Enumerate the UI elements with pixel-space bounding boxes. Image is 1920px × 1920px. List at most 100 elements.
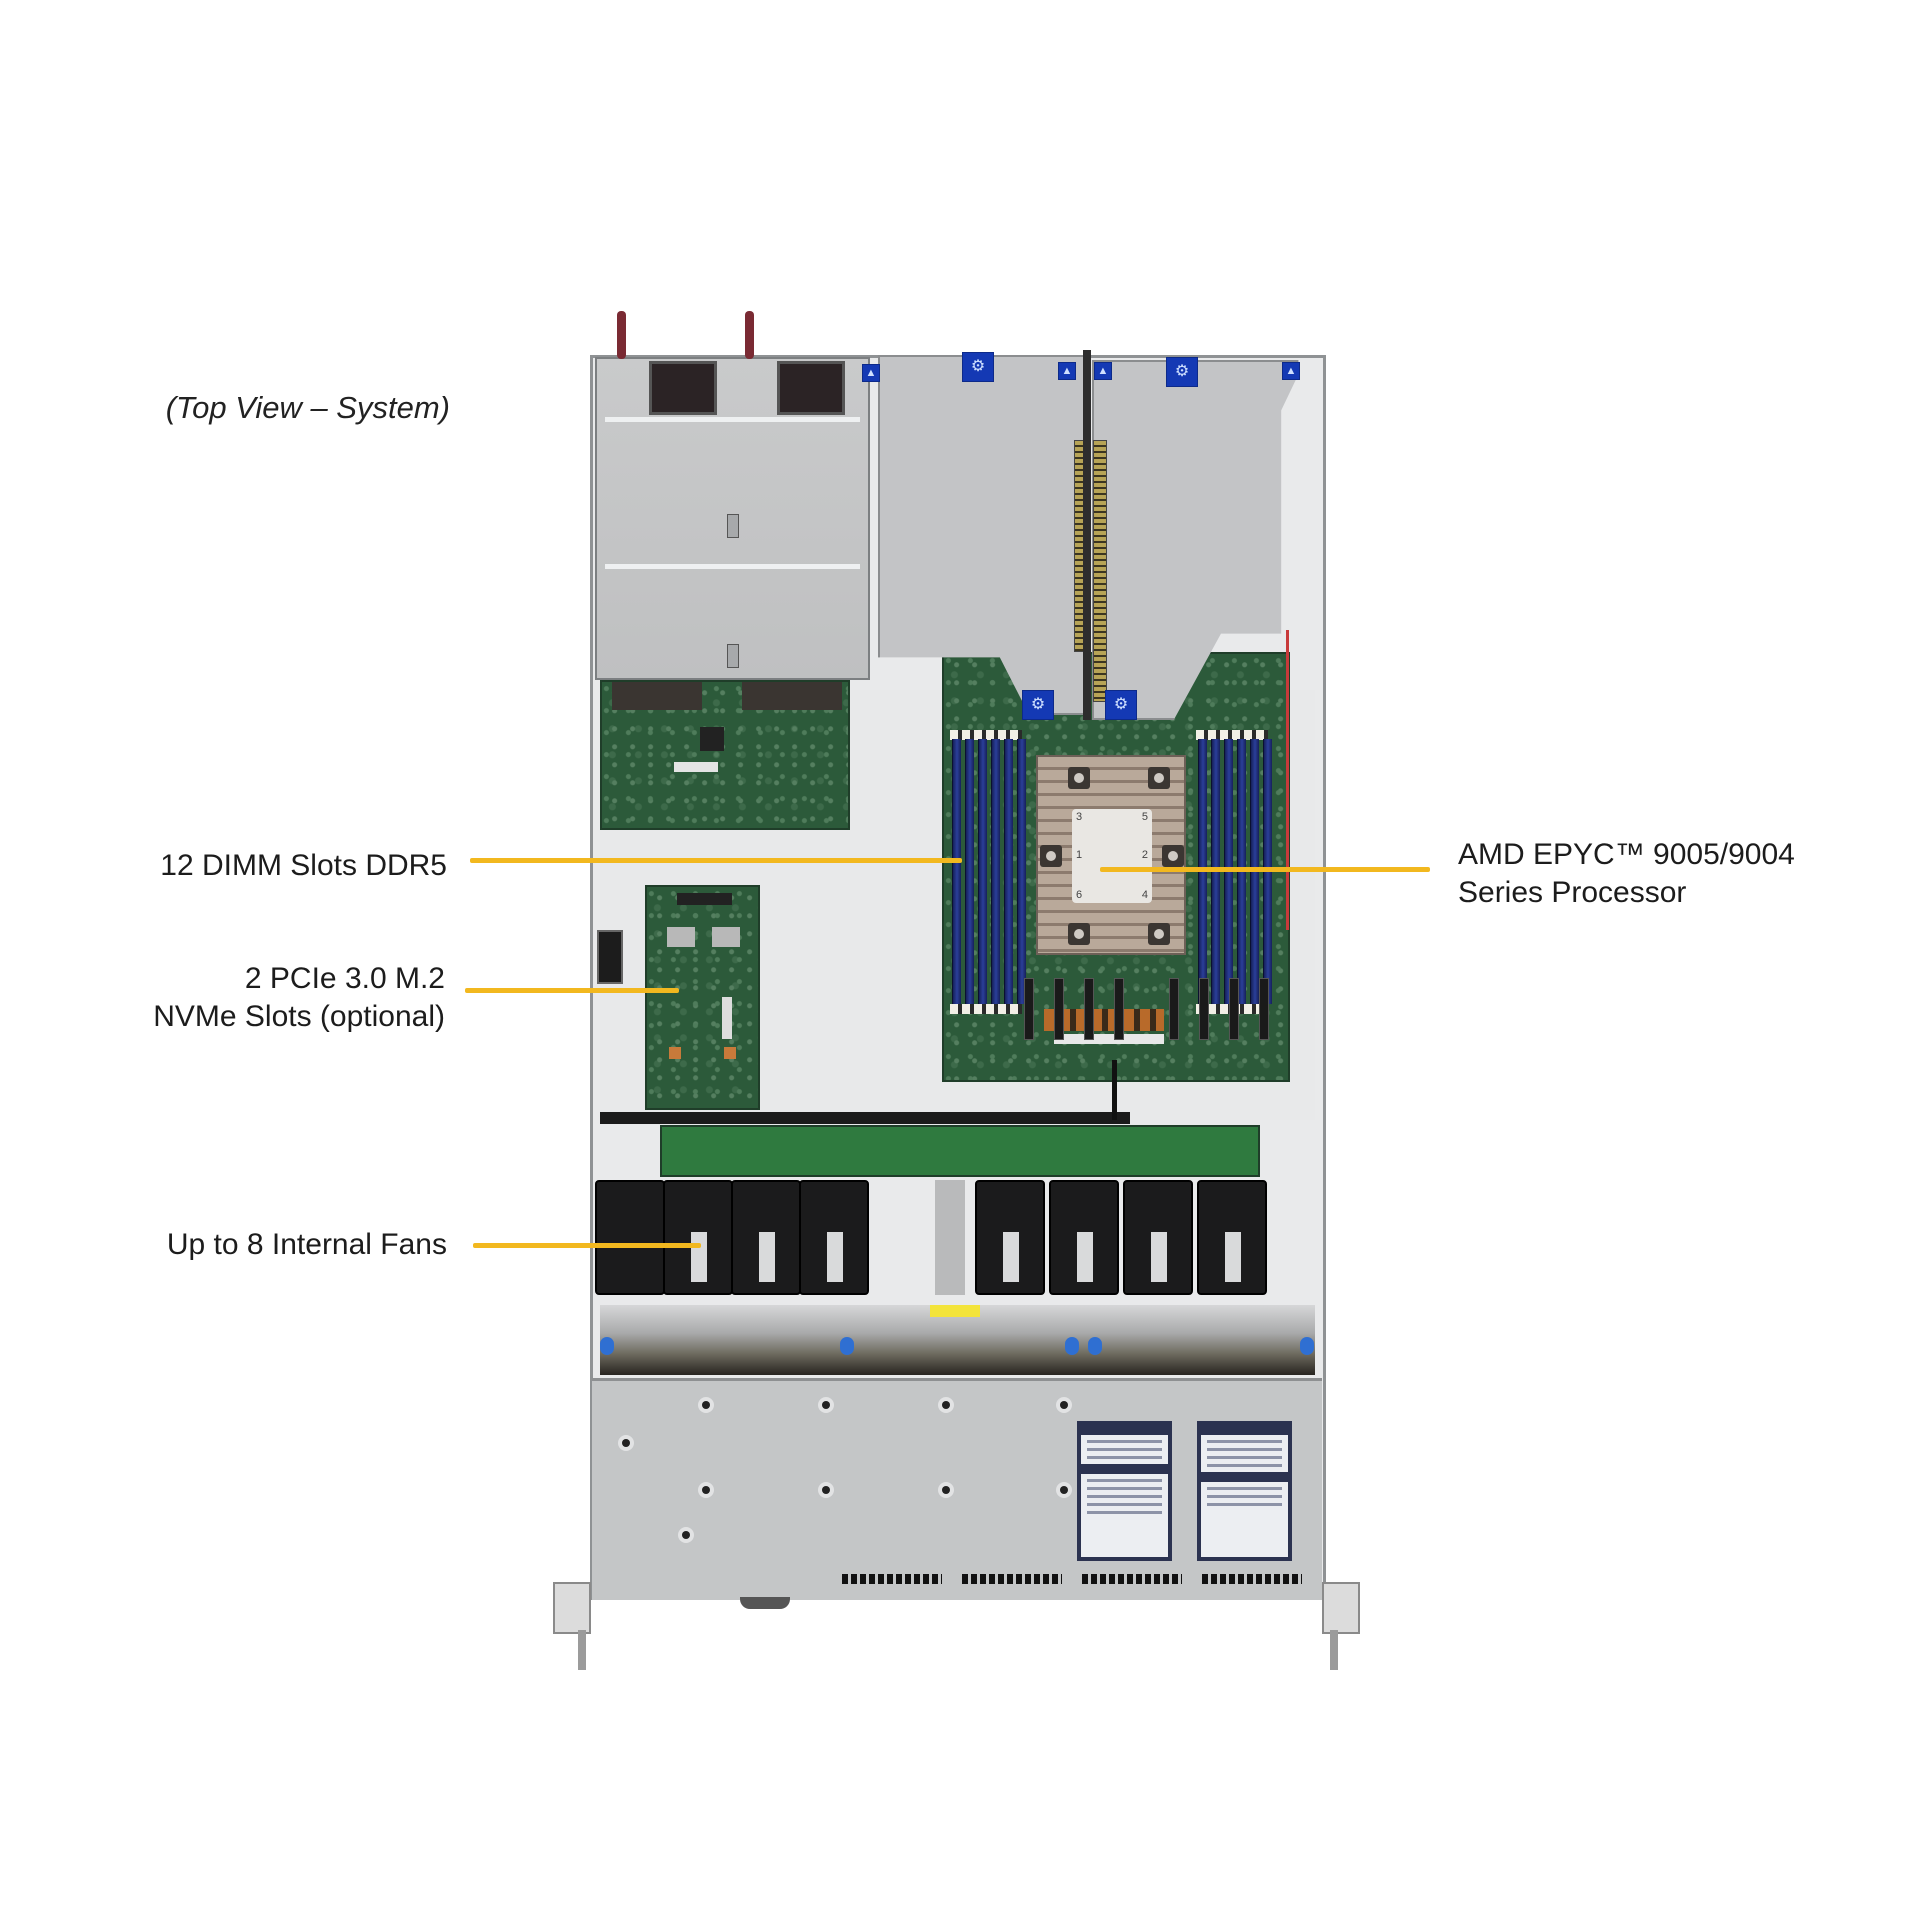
m2-connector bbox=[677, 893, 732, 905]
backplane-clip bbox=[600, 1337, 614, 1355]
fan-6 bbox=[1049, 1180, 1119, 1295]
info-card-row bbox=[1207, 1495, 1282, 1498]
m2-slot bbox=[712, 927, 740, 947]
backplane-clip bbox=[840, 1337, 854, 1355]
info-card-header bbox=[1201, 1472, 1288, 1482]
screw-hole bbox=[822, 1486, 830, 1494]
info-card-header bbox=[1201, 1425, 1288, 1435]
cpu-heatsink: 3 5 1 2 6 4 bbox=[1036, 755, 1186, 955]
info-card-row bbox=[1207, 1440, 1282, 1443]
backplane-clip bbox=[1300, 1337, 1314, 1355]
dimm-slot bbox=[978, 739, 987, 1004]
board-sticker bbox=[722, 997, 732, 1039]
dimm-bank-left bbox=[952, 739, 1026, 1004]
side-connector bbox=[597, 930, 623, 984]
heatsink-screw bbox=[1162, 845, 1184, 867]
controller-chip bbox=[700, 727, 724, 751]
heatsink-fins bbox=[1054, 1034, 1164, 1044]
callout-line-cpu bbox=[1100, 867, 1430, 872]
fan-divider bbox=[935, 1180, 965, 1295]
warning-triangle-icon: ▲ bbox=[1058, 362, 1076, 380]
info-card-row bbox=[1087, 1511, 1162, 1514]
screw-hole bbox=[822, 1401, 830, 1409]
callout-text: AMD EPYC™ 9005/9004 bbox=[1458, 838, 1795, 871]
fan-2 bbox=[663, 1180, 733, 1295]
air-shroud-edge bbox=[600, 1112, 1130, 1124]
info-card-row bbox=[1207, 1503, 1282, 1506]
info-card-row bbox=[1207, 1456, 1282, 1459]
psu-rib bbox=[605, 417, 860, 422]
callout-line-dimm bbox=[470, 858, 962, 863]
screw-hole bbox=[622, 1439, 630, 1447]
dimm-slot bbox=[952, 739, 961, 1004]
screw-order-number: 5 bbox=[1141, 811, 1148, 823]
info-card-row bbox=[1087, 1495, 1162, 1498]
psu-handle-2 bbox=[745, 311, 754, 359]
info-card-row bbox=[1207, 1464, 1282, 1467]
view-title: (Top View – System) bbox=[165, 390, 450, 425]
fan-label bbox=[1225, 1232, 1241, 1282]
info-card-row bbox=[1207, 1487, 1282, 1490]
backplane-clip bbox=[1088, 1337, 1102, 1355]
fan-label bbox=[1003, 1232, 1019, 1282]
rack-ear-left bbox=[553, 1582, 591, 1634]
connector-bank bbox=[742, 682, 842, 710]
fan-1 bbox=[595, 1180, 665, 1295]
riser-cage-left bbox=[878, 355, 1088, 715]
m2-standoff bbox=[669, 1047, 681, 1059]
warning-triangle-icon: ▲ bbox=[1282, 362, 1300, 380]
callout-line-fans bbox=[473, 1243, 701, 1248]
heatsink-screw bbox=[1040, 845, 1062, 867]
pcie-slot bbox=[1084, 978, 1094, 1040]
screw-hole bbox=[682, 1531, 690, 1539]
storage-controller-board bbox=[600, 680, 850, 830]
fan-label bbox=[759, 1232, 775, 1282]
info-card-row bbox=[1087, 1479, 1162, 1482]
board-sticker bbox=[674, 762, 718, 772]
info-card-row bbox=[1087, 1448, 1162, 1451]
fan-label bbox=[1077, 1232, 1093, 1282]
psu-latch bbox=[727, 644, 739, 668]
fan-8 bbox=[1197, 1180, 1267, 1295]
screw-order-number: 2 bbox=[1141, 849, 1148, 861]
m2-nvme-board bbox=[645, 885, 760, 1110]
front-drive-bay-cover bbox=[592, 1378, 1322, 1600]
info-card-row bbox=[1087, 1503, 1162, 1506]
screw-order-number: 1 bbox=[1076, 849, 1083, 861]
rack-ear-tab bbox=[1330, 1630, 1338, 1670]
pcie-slot bbox=[1259, 978, 1269, 1040]
callout-line-m2 bbox=[465, 988, 679, 993]
info-card-row bbox=[1087, 1487, 1162, 1490]
heatsink-screw bbox=[1148, 767, 1170, 789]
warning-triangle-icon: ▲ bbox=[1094, 362, 1112, 380]
screw-hole bbox=[1060, 1486, 1068, 1494]
fan-7 bbox=[1123, 1180, 1193, 1295]
front-bezel-latch bbox=[740, 1597, 790, 1609]
callout-cpu-label: AMD EPYC™ 9005/9004 Series Processor bbox=[1458, 836, 1878, 912]
front-vent bbox=[1202, 1574, 1302, 1584]
fan-label bbox=[827, 1232, 843, 1282]
psu-handle-1 bbox=[617, 311, 626, 359]
fan-5 bbox=[975, 1180, 1045, 1295]
drive-backplane bbox=[600, 1305, 1315, 1375]
callout-fans-label: Up to 8 Internal Fans bbox=[100, 1226, 447, 1264]
warning-triangle-icon: ▲ bbox=[862, 364, 880, 382]
callout-text: Up to 8 Internal Fans bbox=[166, 1228, 447, 1261]
front-vent bbox=[842, 1574, 942, 1584]
dimm-slot bbox=[965, 739, 974, 1004]
fan-label bbox=[1151, 1232, 1167, 1282]
vrm-chokes bbox=[1044, 1009, 1164, 1031]
screw-hole bbox=[1060, 1401, 1068, 1409]
fan-board bbox=[660, 1125, 1260, 1177]
dimm-latch-row bbox=[950, 1004, 1022, 1014]
heatsink-screw bbox=[1148, 923, 1170, 945]
psu-vent-2 bbox=[777, 361, 845, 415]
psu-vent-1 bbox=[649, 361, 717, 415]
psu-rib bbox=[605, 564, 860, 569]
pcie-slot bbox=[1114, 978, 1124, 1040]
service-info-card bbox=[1197, 1421, 1292, 1561]
dimm-latch-row bbox=[1196, 730, 1268, 740]
riser-handle-icon: ⚙ bbox=[1105, 690, 1137, 720]
dimm-slot bbox=[991, 739, 1000, 1004]
dimm-slot bbox=[1004, 739, 1013, 1004]
